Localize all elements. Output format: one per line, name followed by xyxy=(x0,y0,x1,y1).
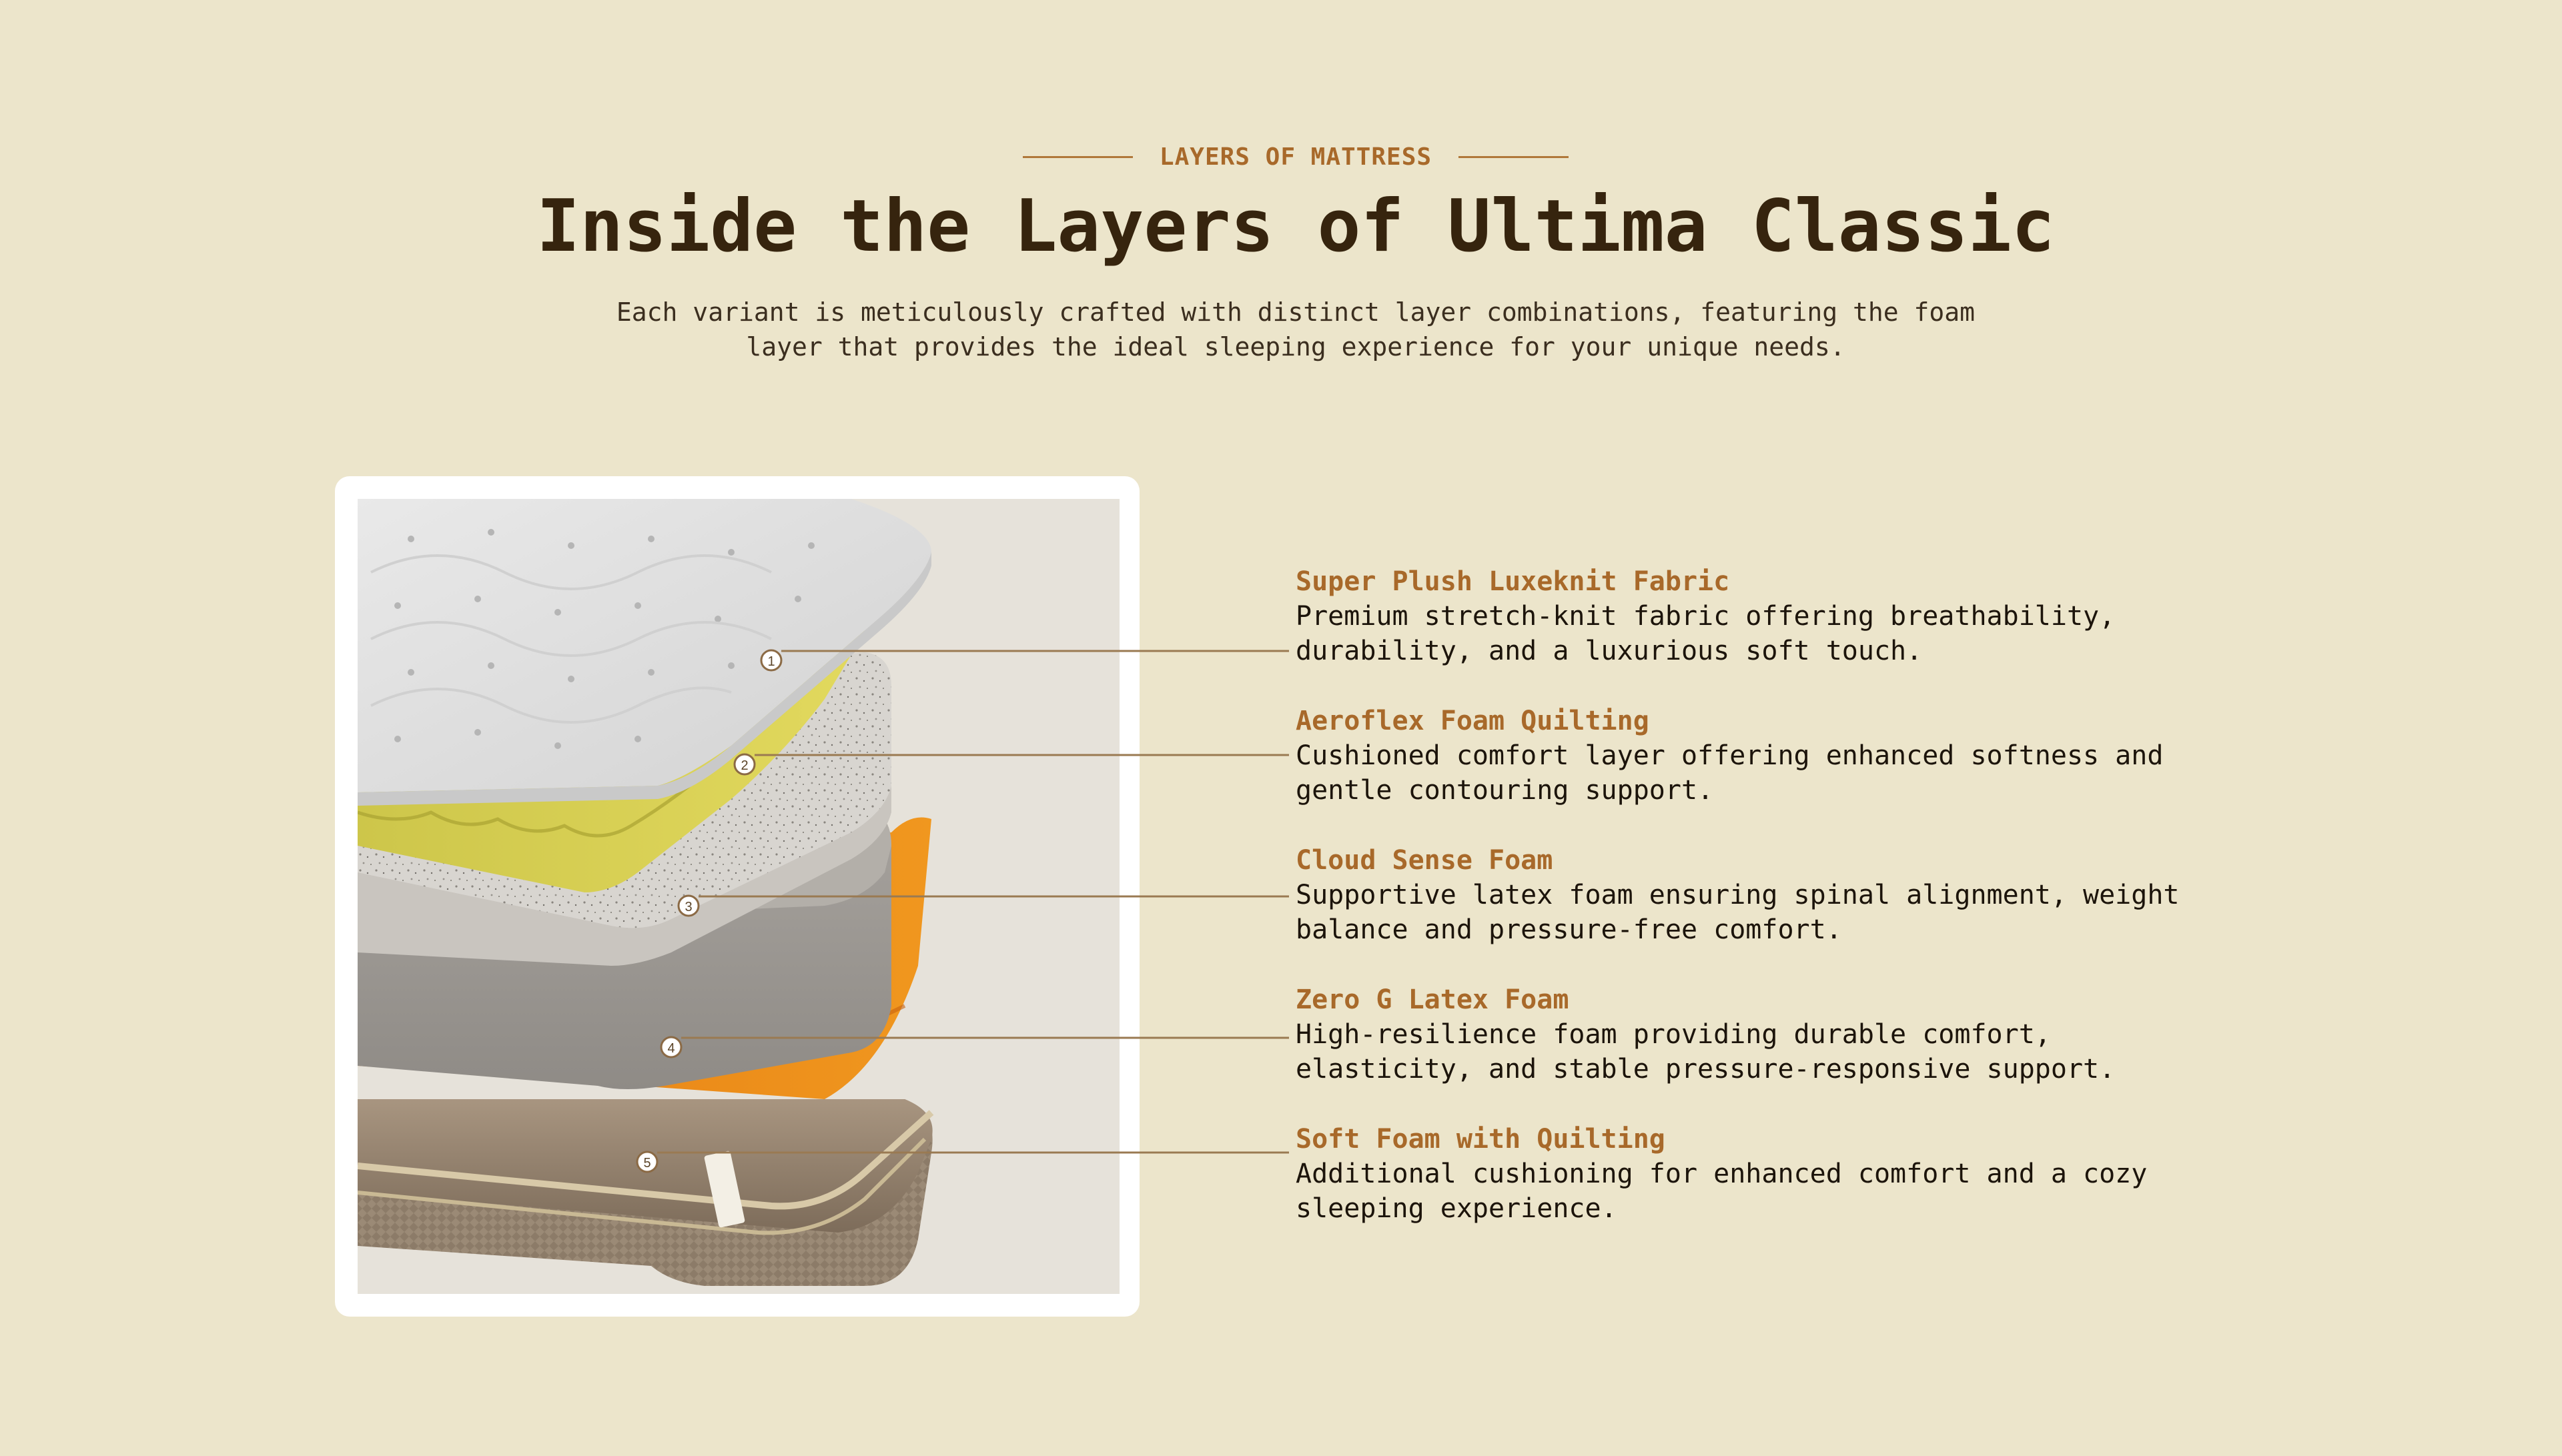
layer-title: Zero G Latex Foam xyxy=(1296,984,1569,1015)
svg-text:2: 2 xyxy=(741,758,748,773)
eyebrow-label: LAYERS OF MATTRESS xyxy=(1159,143,1432,171)
layer-description: Additional cushioning for enhanced comfo… xyxy=(1296,1159,2148,1224)
svg-text:4: 4 xyxy=(667,1041,675,1056)
layer-description: High-resilience foam providing durable c… xyxy=(1296,1019,2116,1084)
layer-title: Soft Foam with Quilting xyxy=(1296,1124,1665,1155)
svg-text:1: 1 xyxy=(767,654,775,669)
svg-text:5: 5 xyxy=(643,1156,651,1171)
page-subtitle: Each variant is meticulously crafted wit… xyxy=(616,297,1976,361)
layer-title: Aeroflex Foam Quilting xyxy=(1296,706,1649,736)
mattress-image-card: 1 2 3 4 5 xyxy=(335,476,1140,1317)
layer-item-3: Cloud Sense Foam Supportive latex foam e… xyxy=(1296,843,2230,947)
mattress-image: 1 2 3 4 5 xyxy=(358,499,1120,1294)
layer-item-1: Super Plush Luxeknit Fabric Premium stre… xyxy=(1296,564,2230,668)
page-title: Inside the Layers of Ultima Classic xyxy=(536,185,2055,268)
layer-item-2: Aeroflex Foam Quilting Cushioned comfort… xyxy=(1296,704,2230,808)
svg-text:3: 3 xyxy=(685,900,692,914)
layer-title: Cloud Sense Foam xyxy=(1296,845,1553,876)
layer-description: Cushioned comfort layer offering enhance… xyxy=(1296,740,2164,806)
section-eyebrow: LAYERS OF MATTRESS xyxy=(0,140,2562,173)
mattress-layers-illustration: 1 2 3 4 5 xyxy=(358,499,934,1286)
eyebrow-line-left xyxy=(1022,155,1133,158)
layer-marker-4: 4 xyxy=(660,1036,683,1058)
layer-marker-5: 5 xyxy=(636,1151,659,1173)
layer-item-5: Soft Foam with Quilting Additional cushi… xyxy=(1296,1122,2230,1226)
layer-description: Premium stretch-knit fabric offering bre… xyxy=(1296,601,2116,666)
eyebrow-line-right xyxy=(1458,155,1569,158)
layer-description: Supportive latex foam ensuring spinal al… xyxy=(1296,880,2180,945)
layer-marker-2: 2 xyxy=(733,753,756,776)
layer-marker-1: 1 xyxy=(760,649,783,672)
layer-title: Super Plush Luxeknit Fabric xyxy=(1296,566,1730,597)
layer-item-4: Zero G Latex Foam High-resilience foam p… xyxy=(1296,982,2230,1086)
layer-marker-3: 3 xyxy=(677,894,700,917)
